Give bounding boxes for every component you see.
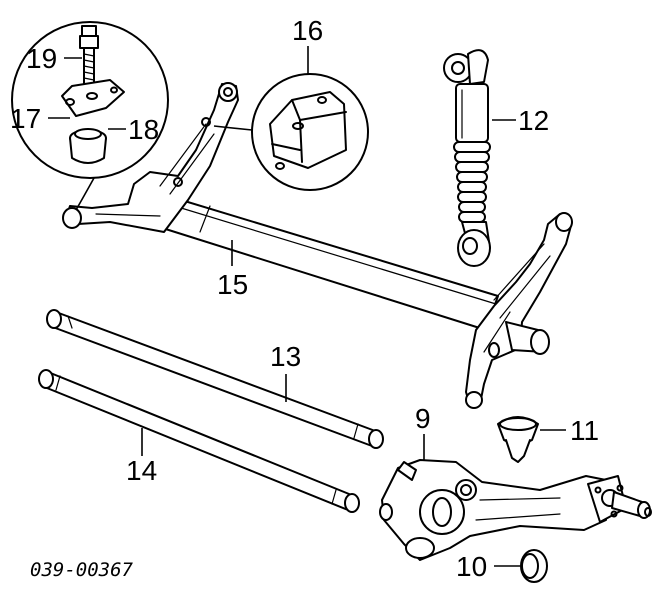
stabilizer-rod <box>46 309 384 449</box>
shock-bellows <box>453 141 491 223</box>
mount-bracket <box>269 91 347 170</box>
callout-17: 17 <box>10 103 41 134</box>
callout-13: 13 <box>270 341 301 372</box>
bump-stop <box>497 416 539 463</box>
detail-link-mount <box>75 177 95 211</box>
rubber-bushing <box>69 128 107 164</box>
callout-9: 9 <box>415 403 431 434</box>
callout-11: 11 <box>570 415 599 446</box>
callout-12: 12 <box>518 105 549 136</box>
callout-14: 14 <box>126 455 157 486</box>
sealing-ring <box>520 549 548 583</box>
callout-15: 15 <box>217 269 248 300</box>
detail-link-bracket <box>213 125 253 131</box>
callout-16: 16 <box>292 15 323 46</box>
shock-absorber <box>443 49 491 267</box>
hub-trailing-arm <box>379 459 652 561</box>
callout-10: 10 <box>456 551 487 582</box>
mounting-plate <box>61 79 125 117</box>
mounting-stud <box>79 25 99 85</box>
callout-18: 18 <box>128 114 159 145</box>
right-trailing-arm <box>465 212 573 409</box>
callout-19: 19 <box>26 43 57 74</box>
left-trailing-arm <box>62 82 239 233</box>
detail-circle-mount <box>11 21 169 179</box>
axle-beam <box>151 194 499 331</box>
callout-leaders <box>48 46 566 567</box>
reference-code: 039-00367 <box>30 559 134 581</box>
stabilizer-rod-lower <box>38 369 360 513</box>
detail-circle-bracket <box>251 73 369 191</box>
